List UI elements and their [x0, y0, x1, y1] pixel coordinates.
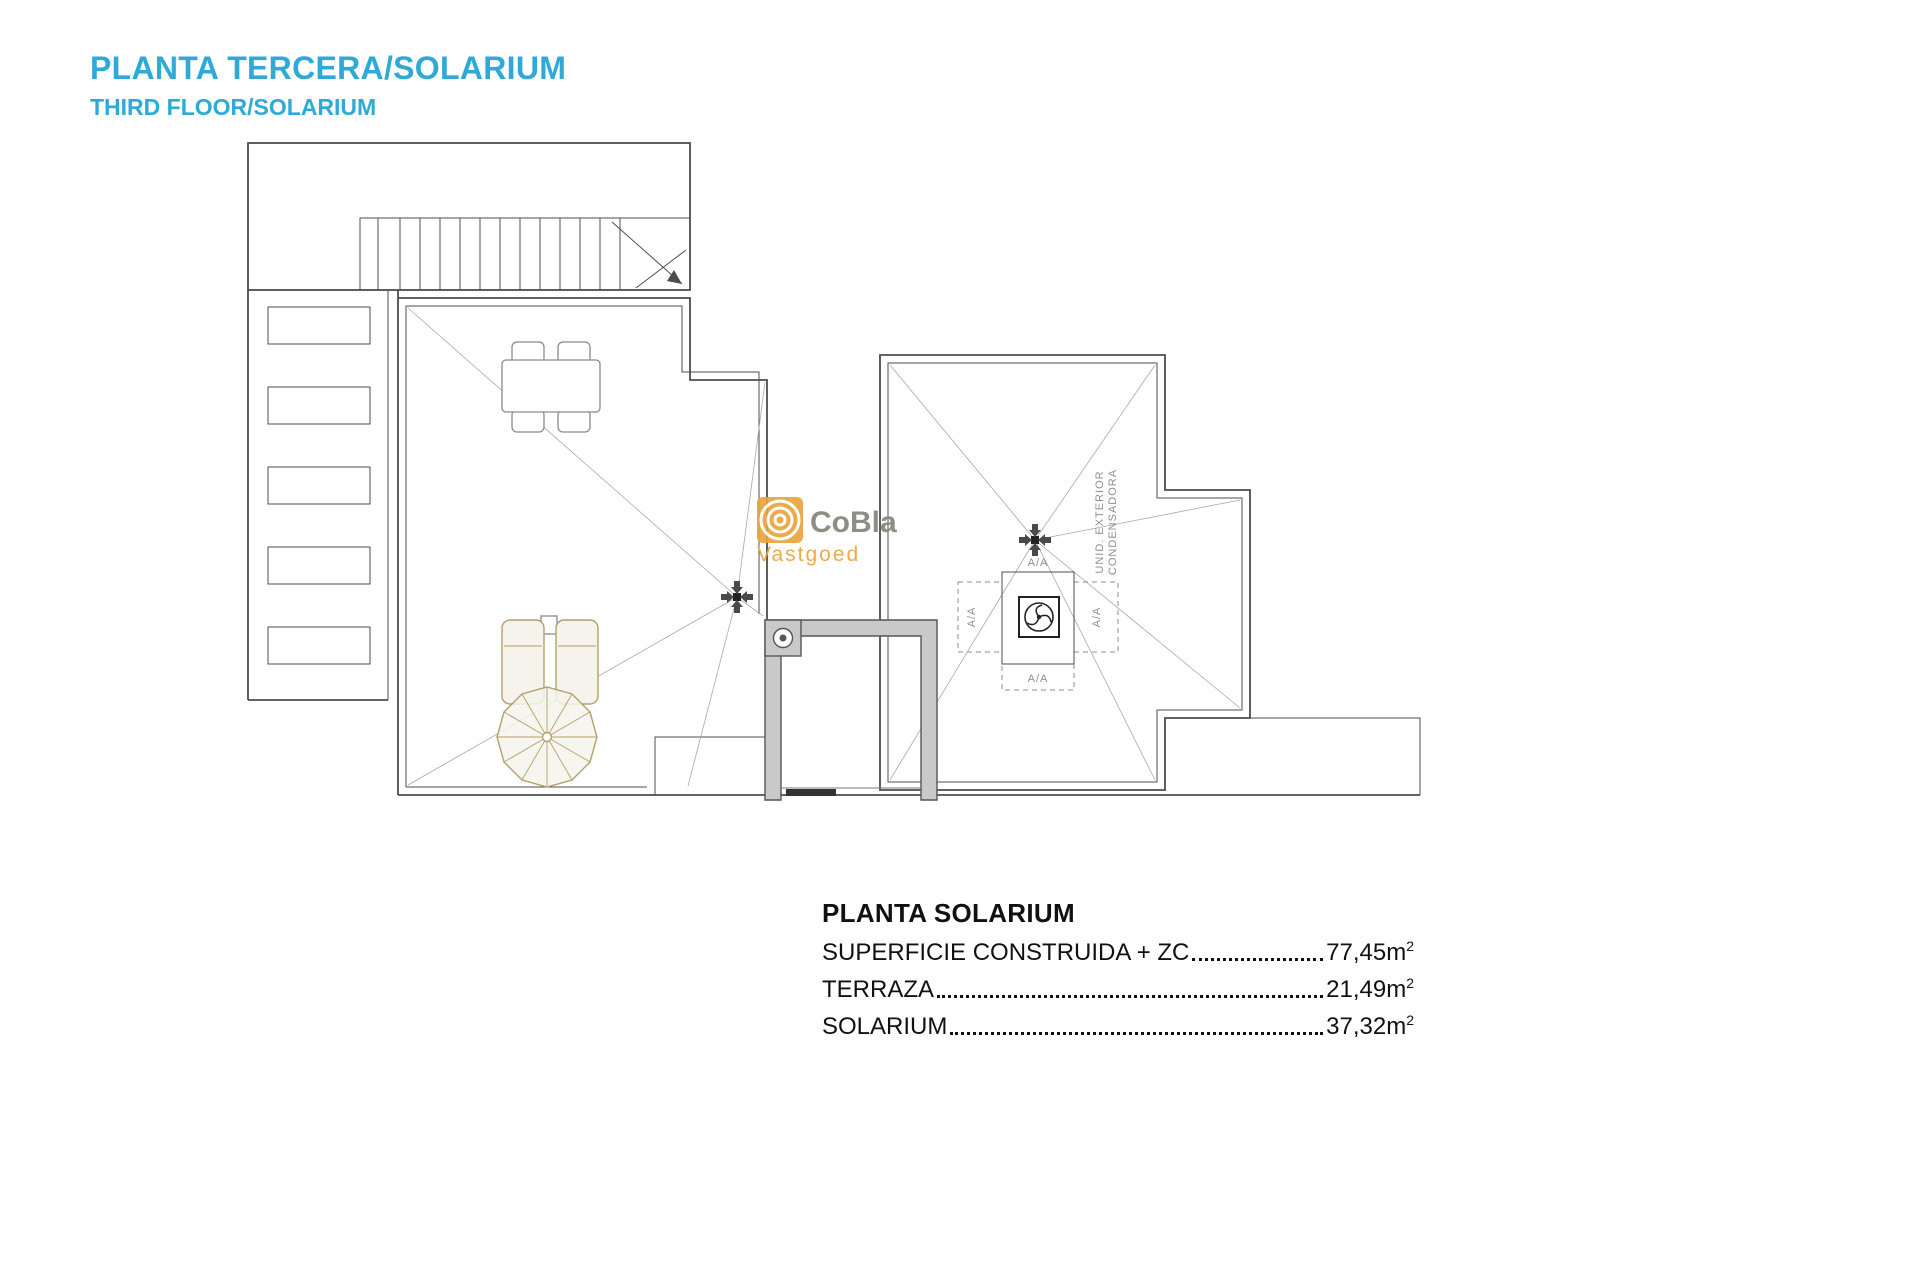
summary-row-solarium: SOLARIUM 37,32m2	[822, 1012, 1414, 1041]
upper-block-outline	[247, 142, 691, 291]
page-title: PLANTA TERCERA/SOLARIUM	[90, 50, 567, 86]
summary-row-value: 37,32m2	[1326, 1012, 1414, 1040]
summary-row-label: TERRAZA	[822, 976, 935, 1003]
watermark-logo: CoBla Vastgoed	[757, 497, 897, 566]
summary-title: PLANTA SOLARIUM	[822, 898, 1075, 928]
aa-label-right: A/A	[1091, 607, 1103, 628]
terrace-drain-arrows-icon	[721, 581, 753, 613]
staircase	[359, 217, 691, 291]
dot-leader	[950, 1032, 1324, 1035]
elevator-shaft	[764, 619, 938, 801]
page-header: PLANTA TERCERA/SOLARIUM THIRD FLOOR/SOLA…	[90, 50, 566, 121]
condenser-label-line2: CONDENSADORA	[1107, 469, 1119, 575]
pipe-drain-icon	[772, 627, 794, 649]
summary-row-value: 21,49m2	[1326, 975, 1414, 1003]
dining-table-set	[501, 341, 601, 433]
summary-row-label: SUPERFICIE CONSTRUIDA + ZC	[822, 939, 1190, 966]
watermark-mark-icon	[757, 497, 803, 543]
stair-direction-arrow-icon	[667, 270, 682, 284]
right-roof-walls	[879, 354, 1421, 795]
area-summary: PLANTA SOLARIUM SUPERFICIE CONSTRUIDA + …	[822, 898, 1414, 1049]
ac-condenser-unit: A/A A/A A/A A/A UNID. EXTERIOR CONDENSAD…	[957, 469, 1119, 691]
dot-leader	[1192, 958, 1324, 961]
watermark-sub: Vastgoed	[757, 543, 860, 566]
fan-icon	[1024, 602, 1054, 632]
aa-label-top: A/A	[1028, 557, 1049, 569]
summary-row-value: 77,45m2	[1326, 938, 1414, 966]
aa-label-left: A/A	[966, 607, 978, 628]
dot-leader	[937, 995, 1324, 998]
parasol-umbrella-icon	[496, 686, 598, 788]
roof-drain-arrows-icon	[1019, 524, 1051, 556]
sun-loungers	[501, 615, 599, 705]
terrace-walls	[397, 290, 1420, 796]
aa-label-bottom: A/A	[1028, 673, 1049, 685]
watermark-brand: CoBla	[810, 506, 897, 539]
summary-row-label: SOLARIUM	[822, 1013, 948, 1040]
summary-row-built-area: SUPERFICIE CONSTRUIDA + ZC 77,45m2	[822, 938, 1414, 967]
left-wing-louvers	[247, 290, 389, 701]
page-subtitle: THIRD FLOOR/SOLARIUM	[90, 94, 377, 120]
condenser-label-line1: UNID. EXTERIOR	[1094, 470, 1106, 573]
summary-row-terrace: TERRAZA 21,49m2	[822, 975, 1414, 1004]
